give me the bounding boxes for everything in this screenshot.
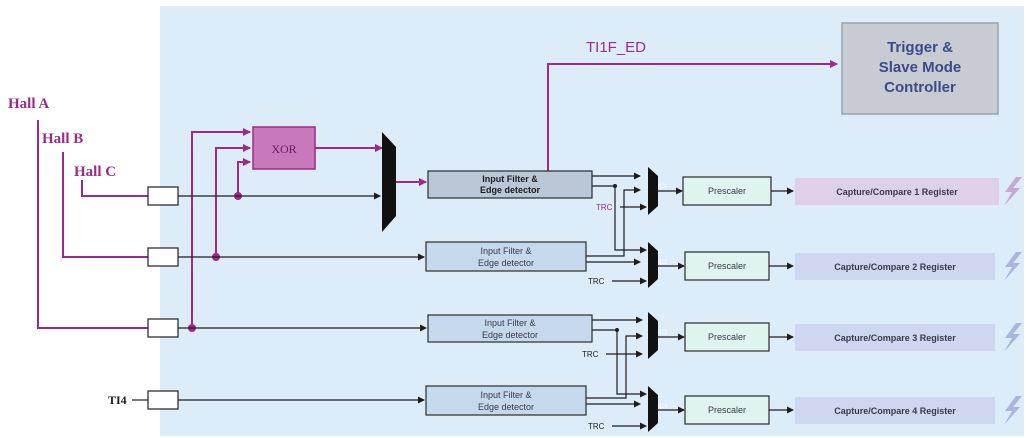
trigger-label-line1: Trigger & — [887, 39, 953, 56]
capture-mux-4 — [648, 386, 658, 432]
trigger-label-line3: Controller — [884, 79, 956, 96]
capture-mux-2 — [648, 242, 658, 288]
input-pin-ti3 — [147, 318, 179, 338]
cc-register-1-label: Capture/Compare 1 Register — [836, 187, 958, 197]
cc-register-3 — [795, 324, 995, 351]
trc-label-3: TRC — [582, 350, 599, 359]
cc-register-1 — [795, 178, 999, 205]
hall-c-label: Hall C — [74, 164, 116, 180]
ic-label-2: IC2 — [658, 260, 668, 266]
cc-register-3-label: Capture/Compare 3 Register — [834, 333, 956, 343]
channel-1: Input Filter & Edge detector TRC IC1 Pre… — [427, 167, 1022, 215]
prescaler-2 — [684, 251, 770, 281]
prescaler-1 — [682, 176, 772, 206]
ti4-label: TI4 — [108, 393, 127, 407]
hall-a-label: Hall A — [8, 96, 49, 112]
input-filter-4 — [425, 385, 587, 416]
input-pin-ti4 — [147, 390, 179, 410]
filter-3-line2: Edge detector — [482, 330, 538, 340]
ti1-xor-select-mux — [382, 132, 396, 232]
trc-label-1: TRC — [596, 203, 613, 212]
channel-4: Input Filter & Edge detector TRC IC4 Pre… — [425, 385, 1022, 432]
hall-a-wire — [37, 120, 148, 329]
ti1f-ed-label: TI1F_ED — [586, 39, 646, 56]
trigger-label-line2: Slave Mode — [879, 59, 962, 76]
trigger-slave-mode-controller: Trigger & Slave Mode Controller — [841, 22, 999, 115]
cross-connect-wires — [586, 172, 647, 430]
xor-gate: XOR — [252, 126, 316, 170]
filter-1-line2: Edge detector — [480, 185, 541, 195]
cc-register-2-label: Capture/Compare 2 Register — [834, 262, 956, 272]
input-pin-ti1 — [147, 186, 179, 206]
capture-mux-3 — [648, 312, 658, 359]
cc-register-4 — [795, 397, 995, 424]
xor-label: XOR — [271, 142, 296, 156]
input-filter-3 — [427, 314, 593, 343]
ic-label-4: IC4 — [658, 404, 668, 410]
cc-register-2 — [795, 253, 995, 280]
filter-4-line2: Edge detector — [478, 402, 534, 412]
lightning-icon — [1004, 252, 1022, 281]
ic-label-1: IC1 — [658, 184, 668, 190]
lightning-icon — [1004, 177, 1022, 206]
lightning-icon — [1004, 396, 1022, 425]
prescaler-3-label: Prescaler — [708, 332, 746, 342]
prescaler-2-label: Prescaler — [708, 261, 746, 271]
filter-1-line1: Input Filter & — [482, 174, 538, 184]
trc-label-4: TRC — [588, 422, 605, 431]
trc-label-2: TRC — [588, 277, 605, 286]
junction-dots — [613, 184, 619, 332]
hall-c-wire — [81, 180, 148, 197]
ic-label-3: IC3 — [658, 330, 668, 336]
prescaler-4 — [684, 395, 770, 425]
input-filter-2 — [425, 241, 587, 272]
hall-b-label: Hall B — [42, 131, 83, 147]
ti1f-ed-wire — [547, 60, 838, 172]
prescaler-1-label: Prescaler — [708, 186, 746, 196]
input-filter-1 — [427, 170, 593, 199]
hall-b-wire — [62, 152, 148, 258]
channel-2: Input Filter & Edge detector TRC IC2 Pre… — [425, 241, 1022, 288]
input-pin-ti2 — [147, 247, 179, 267]
filter-4-line1: Input Filter & — [480, 390, 531, 400]
prescaler-4-label: Prescaler — [708, 405, 746, 415]
capture-mux-1 — [648, 167, 658, 215]
channel-3: Input Filter & Edge detector TRC IC3 Pre… — [427, 312, 1022, 359]
cc-register-4-label: Capture/Compare 4 Register — [834, 406, 956, 416]
filter-2-line2: Edge detector — [478, 258, 534, 268]
lightning-icon — [1004, 323, 1022, 352]
filter-3-line1: Input Filter & — [484, 318, 535, 328]
filter-2-line1: Input Filter & — [480, 246, 531, 256]
